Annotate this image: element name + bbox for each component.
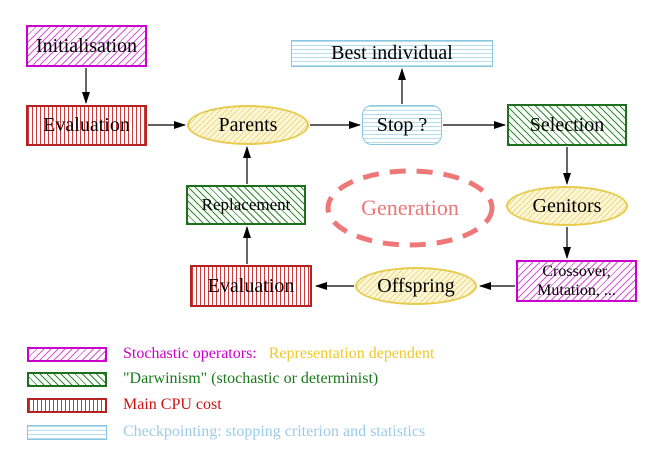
node-crossover-mutation: Crossover, Mutation, ... xyxy=(516,260,637,302)
legend-label-main-cpu-cost: Main CPU cost xyxy=(123,396,222,413)
node-generation: Generation xyxy=(325,168,495,248)
legend-label-checkpointing: Checkpointing: stopping criterion and st… xyxy=(123,423,426,440)
legend-label-darwinism: "Darwinism" (stochastic or determinist) xyxy=(123,370,379,387)
node-offspring: Offspring xyxy=(355,267,477,305)
legend-label-stochastic-operators: Stochastic operators: xyxy=(123,345,257,362)
node-parents-label: Parents xyxy=(218,113,278,136)
node-genitors: Genitors xyxy=(506,186,628,226)
legend-item-checkpointing: Checkpointing: stopping criterion and st… xyxy=(27,422,425,442)
node-generation-label: Generation xyxy=(361,195,459,220)
node-evaluation-top-label: Evaluation xyxy=(43,114,130,136)
node-stop: Stop ? xyxy=(362,105,442,145)
legend-swatch-cyan-horizontal-stripes xyxy=(27,424,107,440)
node-genitors-label: Genitors xyxy=(532,194,602,217)
generation-dashed-ellipse xyxy=(325,168,495,248)
node-replacement: Replacement xyxy=(186,185,306,225)
legend-swatch-magenta-diagonal-hatch xyxy=(27,346,107,362)
legend-item-darwinism: "Darwinism" (stochastic or determinist) xyxy=(27,369,378,389)
node-parents: Parents xyxy=(187,105,309,145)
node-evaluation-top: Evaluation xyxy=(26,105,147,146)
node-evaluation-bottom: Evaluation xyxy=(190,265,312,307)
node-offspring-label: Offspring xyxy=(377,274,455,297)
node-selection: Selection xyxy=(507,104,627,146)
node-crossover-line2: Mutation, ... xyxy=(537,282,616,299)
node-replacement-label: Replacement xyxy=(201,195,291,215)
node-best-individual-label: Best individual xyxy=(331,42,453,64)
node-selection-label: Selection xyxy=(529,113,605,136)
node-crossover-line1: Crossover, xyxy=(542,262,611,280)
node-initialisation: Initialisation xyxy=(26,25,147,67)
node-best-individual: Best individual xyxy=(291,40,493,67)
node-stop-label: Stop ? xyxy=(376,113,428,136)
legend-label-representation-dependent: Representation dependent xyxy=(268,345,435,362)
node-evaluation-bottom-label: Evaluation xyxy=(207,274,295,297)
legend-item-main-cpu-cost: Main CPU cost xyxy=(27,395,222,415)
legend-swatch-red-vertical-stripes xyxy=(27,397,107,413)
node-initialisation-label: Initialisation xyxy=(35,34,138,57)
legend-swatch-green-diagonal-hatch xyxy=(27,371,107,387)
legend-item-stochastic-operators: Stochastic operators: Representation dep… xyxy=(27,344,434,364)
